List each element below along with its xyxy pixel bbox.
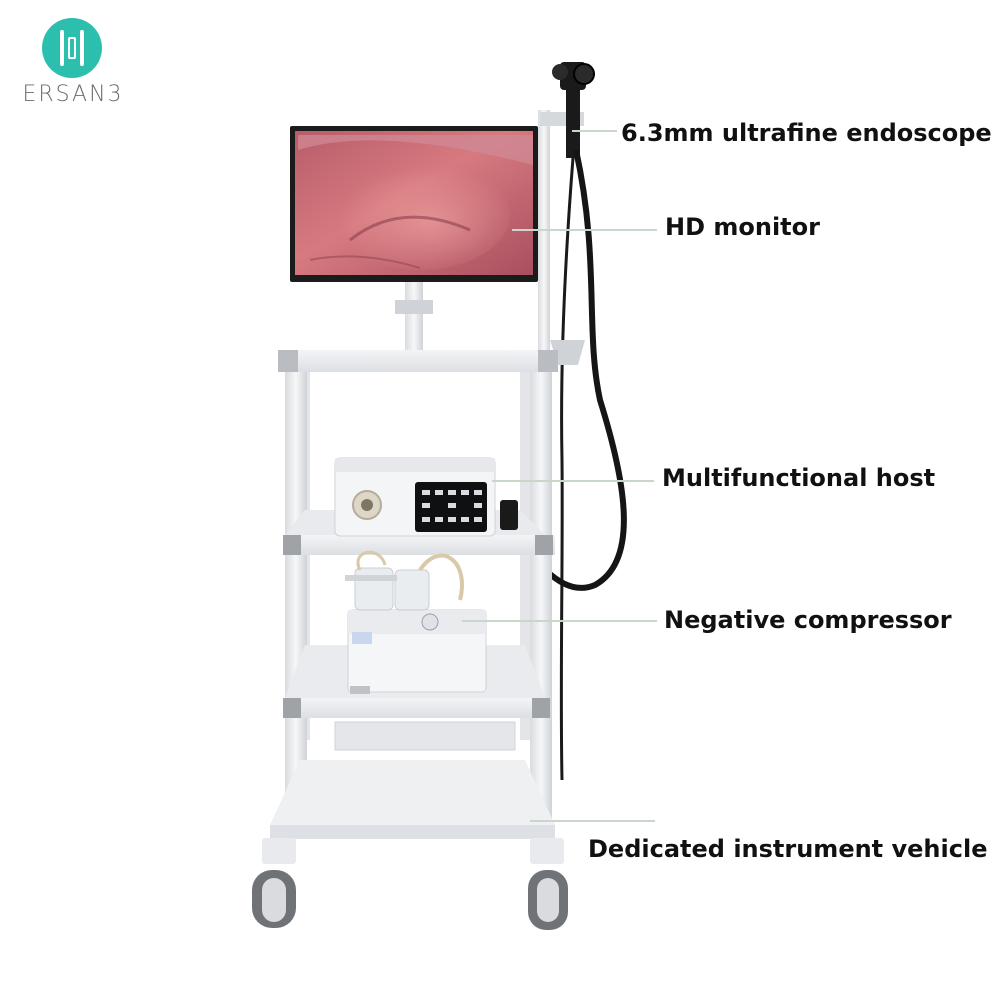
- host-leader: [492, 480, 654, 482]
- logo-mark-icon: [60, 30, 84, 66]
- vehicle-leader: [530, 820, 655, 822]
- host-label: Multifunctional host: [662, 464, 936, 492]
- brand-logo: ERSAN3: [18, 18, 128, 113]
- endoscope-cable: [502, 149, 627, 591]
- logo-mark: [42, 18, 102, 78]
- negative-compressor: [345, 550, 487, 694]
- monitor-stand: [405, 282, 423, 354]
- brand-name: ERSAN3: [22, 82, 124, 107]
- compressor-label: Negative compressor: [664, 606, 952, 634]
- vehicle-label: Dedicated instrument vehicle: [588, 835, 988, 863]
- monitor-leader: [512, 229, 657, 231]
- endoscope-leader: [572, 130, 617, 132]
- multifunctional-host: [334, 457, 518, 537]
- hd-monitor: [290, 126, 538, 354]
- endoscope-insertion-tube: [559, 157, 575, 781]
- scope-holder: [550, 340, 585, 365]
- compressor-leader: [462, 620, 657, 622]
- endoscope-pole: [538, 110, 550, 360]
- monitor-label: HD monitor: [665, 213, 820, 241]
- endoscope-label: 6.3mm ultrafine endoscope: [621, 119, 992, 147]
- endoscope-handle: [552, 62, 595, 158]
